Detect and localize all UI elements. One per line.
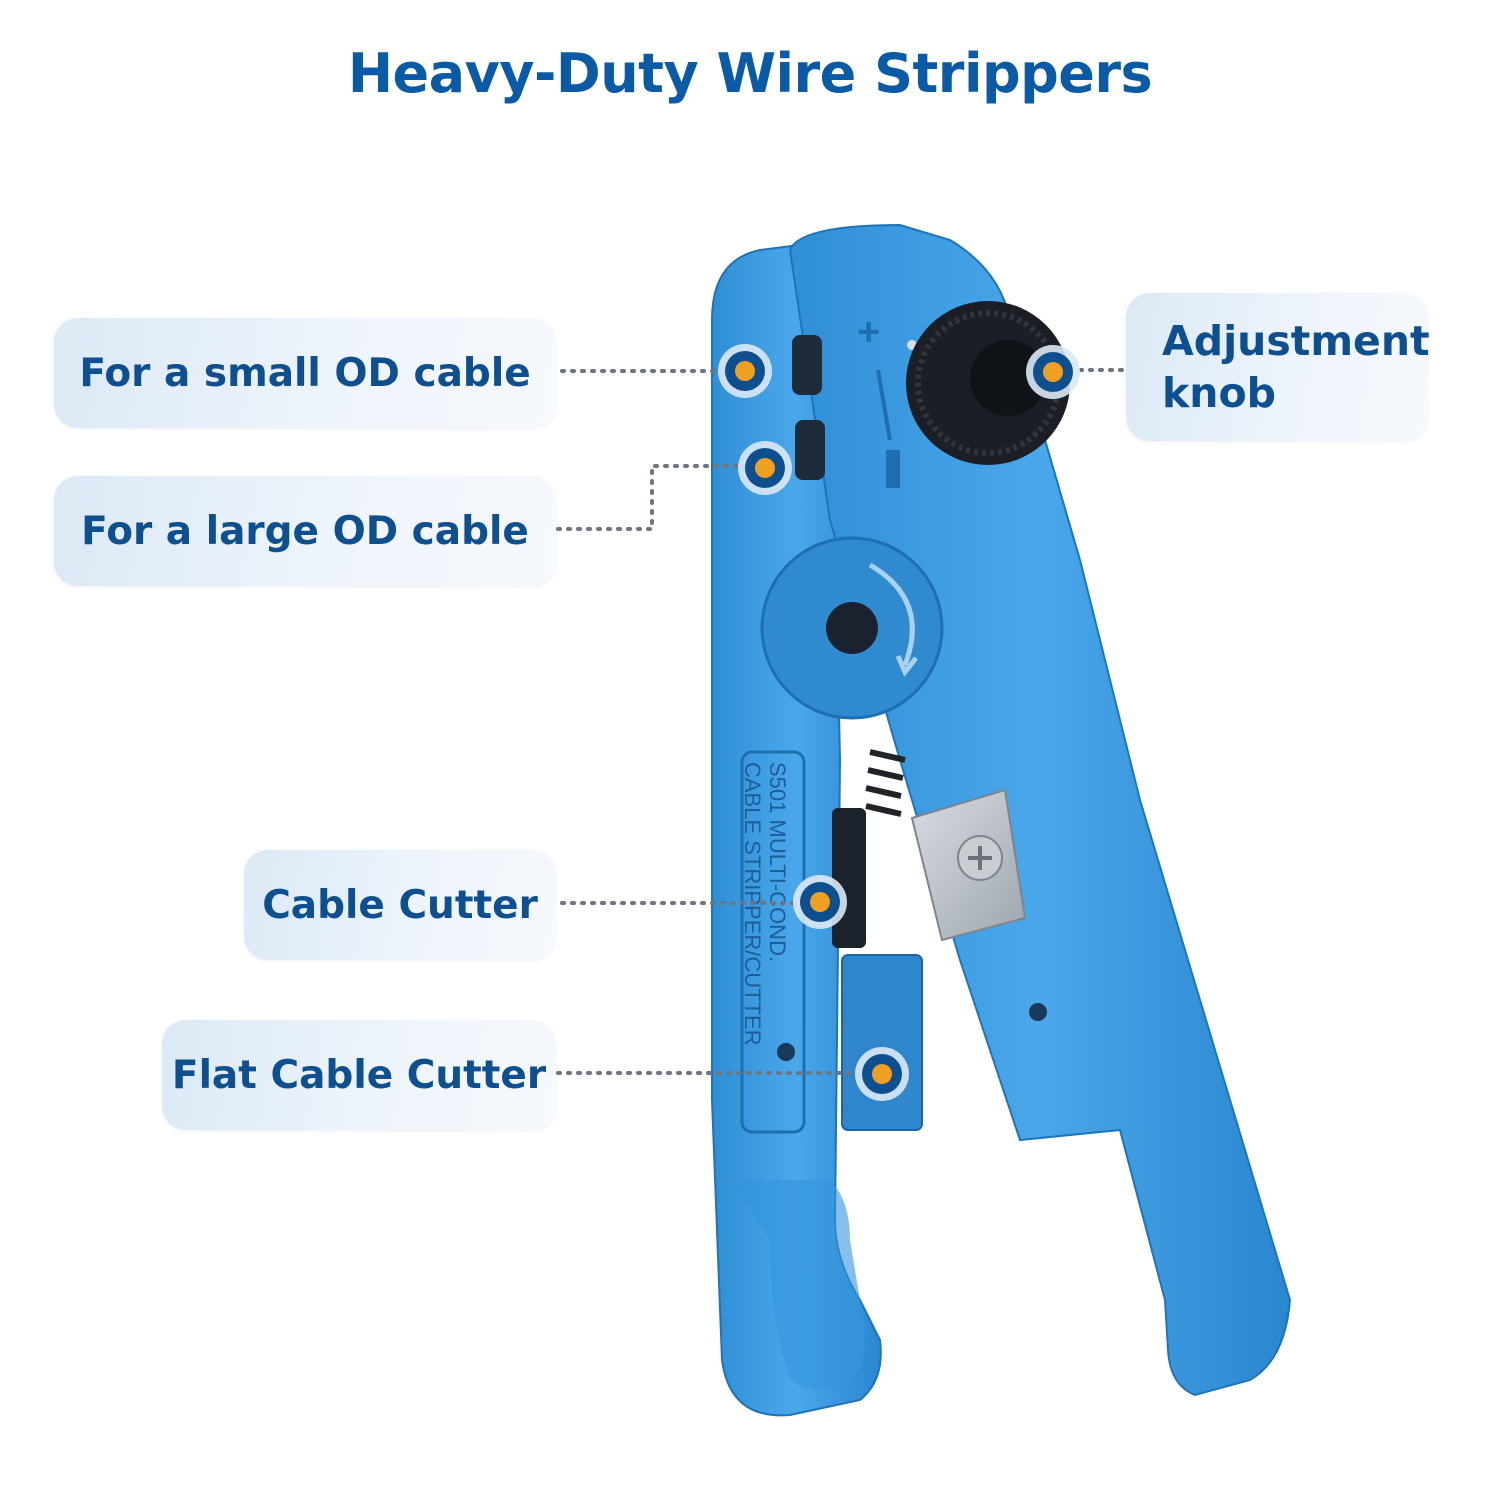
jaw-slot-large bbox=[795, 420, 825, 480]
left-hook bbox=[730, 1180, 865, 1389]
rotation-pin bbox=[826, 602, 878, 654]
label-knob-line1: Adjustment bbox=[1162, 317, 1430, 365]
engraving-line1: S501 MULTI-COND. bbox=[765, 762, 790, 962]
label-cable-cutter-text: Cable Cutter bbox=[262, 882, 538, 928]
spring bbox=[865, 749, 906, 817]
label-large-od-text: For a large OD cable bbox=[81, 508, 529, 554]
engraving-plate bbox=[740, 750, 806, 1134]
rotation-arrow bbox=[868, 562, 915, 666]
marker-flat-cutter bbox=[855, 1047, 909, 1101]
label-flat-cable-cutter: Flat Cable Cutter bbox=[162, 1020, 556, 1130]
marker-large-od bbox=[738, 441, 792, 495]
jaw-slot-small bbox=[792, 335, 822, 395]
plus-symbol: + bbox=[857, 310, 880, 354]
label-knob-line2: knob bbox=[1162, 369, 1276, 417]
page-title: Heavy-Duty Wire Strippers bbox=[347, 42, 1153, 105]
label-small-od-cable: For a small OD cable bbox=[54, 318, 556, 428]
marker-knob bbox=[1026, 345, 1080, 399]
label-flat-cable-cutter-text: Flat Cable Cutter bbox=[171, 1052, 547, 1098]
label-large-od-cable: For a large OD cable bbox=[54, 476, 556, 586]
minus-symbol bbox=[886, 450, 900, 488]
right-handle bbox=[788, 223, 1292, 1397]
label-small-od-text: For a small OD cable bbox=[79, 350, 531, 396]
marker-cable-cutter bbox=[793, 875, 847, 929]
label-cable-cutter: Cable Cutter bbox=[244, 850, 556, 960]
adjust-arrow bbox=[876, 369, 892, 441]
marker-small-od bbox=[718, 344, 772, 398]
label-adjustment-knob: Adjustment knob bbox=[1126, 293, 1430, 441]
leader-large-od bbox=[556, 464, 744, 531]
